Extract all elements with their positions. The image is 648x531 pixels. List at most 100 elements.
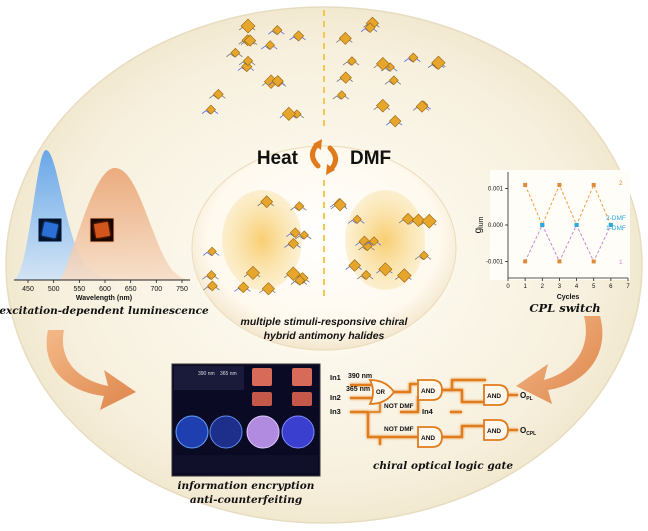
and-gate-2	[417, 426, 443, 448]
cpl-data-point	[523, 259, 528, 264]
cpl-xlabel: Cycles	[557, 294, 580, 301]
encryption-panel: 390 nm 365 nm	[171, 363, 321, 477]
cpl-data-point	[574, 223, 579, 227]
center-caption-line1: multiple stimuli-responsive chiral	[241, 316, 409, 328]
cpl-x-tick-label: 5	[592, 284, 596, 290]
spectrum-tick-label: 500	[48, 286, 60, 293]
dmf-label: DMF	[350, 148, 391, 169]
sbx6-octahedron	[376, 56, 390, 71]
cpl-series-points	[523, 182, 613, 264]
logic-caption: chiral optical logic gate	[373, 460, 513, 472]
sbx6-octahedron	[361, 270, 372, 281]
sbx6-octahedron	[369, 236, 379, 246]
sbx6-octahedron	[337, 90, 347, 100]
sbx6-octahedron	[411, 213, 426, 227]
linker-molecule	[295, 235, 312, 240]
cpl-ylabel: glum	[473, 216, 485, 233]
sbx6-octahedron	[421, 213, 437, 229]
sbx6-octahedron	[294, 201, 305, 212]
curved-arrow-left-icon	[46, 330, 136, 410]
sbx6-octahedron	[286, 266, 301, 281]
cpl-data-point	[540, 223, 545, 227]
cpl-legend-2: 2	[619, 180, 623, 187]
cpl-x-tick-label: 6	[609, 284, 613, 290]
orange-emission-peak	[60, 167, 190, 280]
encryption-caption-line1: information encryption	[178, 480, 315, 492]
cpl-legend-1: 1	[619, 259, 623, 266]
sbx6-octahedron	[376, 98, 390, 113]
linker-molecule	[332, 95, 349, 100]
sbx6-octahedron	[213, 88, 224, 100]
sbx6-octahedron	[205, 104, 216, 115]
sbx6-octahedron	[389, 115, 402, 128]
sbx6-octahedron	[281, 106, 296, 121]
linker-molecule	[384, 80, 402, 85]
sbx6-octahedron	[265, 40, 275, 50]
cpl-series-line	[524, 223, 612, 263]
sbx6-octahedron	[347, 56, 357, 66]
cpl-data-point	[608, 223, 613, 227]
in2-label: In2	[330, 393, 341, 402]
sbx6-octahedron	[243, 55, 254, 66]
sbx6-octahedron	[339, 71, 352, 84]
sbx6-octahedron	[272, 25, 283, 36]
cpl-data-point	[591, 259, 596, 264]
output-pl-label: OPL	[520, 391, 533, 402]
blue-seal-2	[209, 415, 243, 449]
cpl-data-point	[523, 182, 528, 187]
nm365-label: 365 nm	[346, 386, 370, 393]
sbx6-octahedron	[408, 52, 419, 63]
center-caption-line2: hybrid antimony halides	[264, 330, 385, 342]
and-label-1: AND	[421, 388, 435, 395]
sbx6-octahedron	[299, 230, 309, 240]
sbx6-octahedron	[293, 30, 305, 42]
and-gate-1	[417, 379, 443, 401]
linker-molecule	[356, 275, 374, 280]
sbx6-octahedron	[261, 282, 275, 296]
sbx6-octahedron	[364, 22, 376, 33]
sbx6-octahedron	[289, 227, 301, 238]
logic-gate-circuit: In1 In2 In3 In4 390 nm 365 nm OR NOT DMF…	[330, 373, 536, 448]
panel-nm2: 365 nm	[220, 371, 237, 377]
sbx6-octahedron	[207, 280, 218, 292]
sbx6-octahedron	[241, 60, 253, 73]
crystal-structure-center-right	[329, 198, 437, 283]
sbx6-octahedron	[431, 55, 446, 70]
spectrum-tick-label: 450	[22, 286, 34, 293]
sbx6-octahedron	[362, 241, 373, 252]
cpl-caption: CPL switch	[529, 301, 600, 315]
cpl-series-lines	[524, 183, 612, 263]
and-gate-4	[483, 419, 509, 441]
cpl-x-tick-label: 7	[626, 284, 630, 290]
in1-label: In1	[330, 373, 341, 382]
crystal-structure-center-left	[202, 195, 312, 296]
linker-molecule	[290, 206, 307, 211]
sbx6-octahedron	[237, 281, 250, 294]
sbx6-octahedron	[389, 75, 399, 86]
cpl-data-point	[591, 182, 596, 187]
nm390-label: 390 nm	[348, 373, 372, 380]
cpl-legend-2dmf: 2-DMF	[606, 215, 626, 222]
linker-molecule	[260, 45, 278, 50]
linker-molecule	[226, 53, 243, 58]
panel-nm1: 390 nm	[198, 371, 215, 377]
sbx6-octahedron	[419, 250, 429, 261]
sbx6-octahedron	[348, 259, 361, 272]
sbx6-octahedron	[415, 100, 429, 113]
or-gate	[368, 379, 396, 405]
sbx6-octahedron	[338, 31, 352, 45]
cpl-x-tick-label: 1	[523, 284, 527, 290]
not-dmf-label-2: NOT DMF	[384, 426, 414, 433]
heat-label: Heat	[257, 148, 299, 169]
sbx6-octahedron	[206, 270, 217, 281]
sbx6-octahedron	[207, 246, 217, 257]
red-tile-1	[252, 368, 272, 386]
and-label-3: AND	[487, 393, 501, 400]
spectrum-tick-label: 650	[125, 286, 137, 293]
linker-molecule	[201, 110, 219, 115]
blue-emission-peak	[14, 150, 120, 280]
